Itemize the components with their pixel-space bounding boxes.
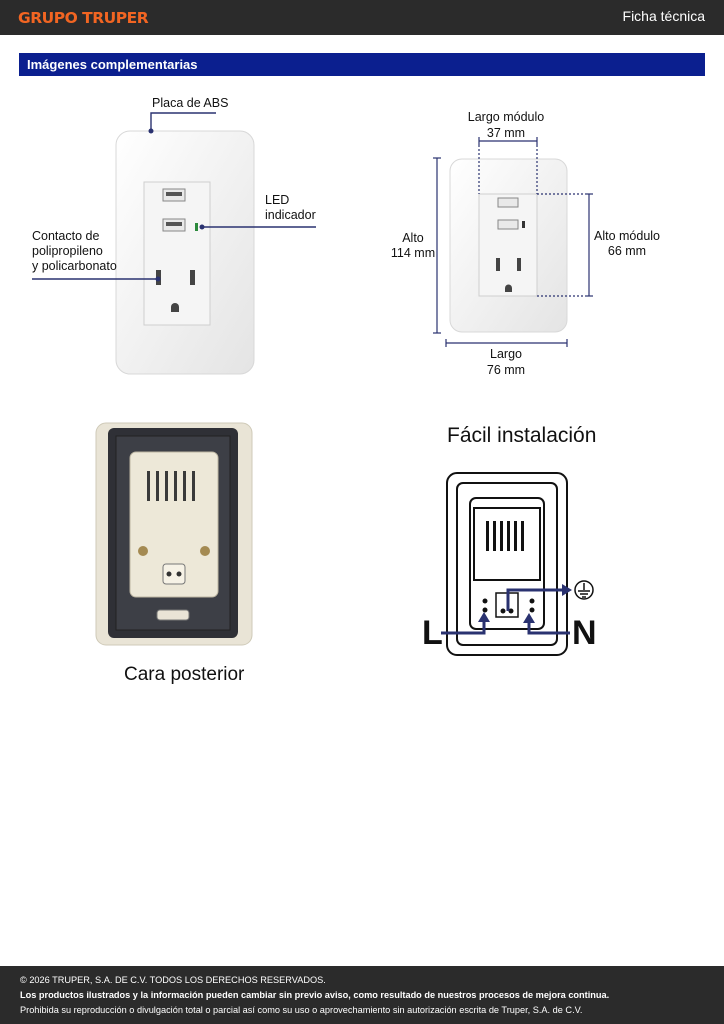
dim-height-value: 114 mm	[390, 246, 436, 260]
dim-module-width-label: Largo módulo	[467, 110, 545, 124]
section-header: Imágenes complementarias	[19, 53, 705, 76]
dim-width-label: Largo	[490, 347, 522, 361]
brand-logo: GRUPO TRUPER	[18, 9, 149, 27]
callout-plate: Placa de ABS	[152, 96, 229, 110]
footer: © 2026 TRUPER, S.A. DE C.V. TODOS LOS DE…	[0, 966, 724, 1024]
caption-back-side: Cara posterior	[124, 664, 245, 685]
label-neutral-n: N	[572, 614, 597, 652]
top-bar: GRUPO TRUPER Ficha técnica	[0, 0, 724, 35]
dim-module-width-value: 37 mm	[486, 126, 526, 140]
label-line-l: L	[422, 614, 443, 652]
callout-contact-line1: Contacto de	[32, 229, 100, 243]
footer-notice: Los productos ilustrados y la informació…	[20, 990, 610, 1000]
dim-module-height-value: 66 mm	[607, 244, 647, 258]
caption-easy-install: Fácil instalación	[447, 424, 597, 447]
dim-module-height-label: Alto módulo	[593, 229, 660, 243]
footer-copyright: © 2026 TRUPER, S.A. DE C.V. TODOS LOS DE…	[20, 975, 326, 985]
callout-contact-line2: polipropileno	[32, 244, 103, 258]
footer-prohibition: Prohibida su reproducción o divulgación …	[20, 1005, 583, 1015]
section-title: Imágenes complementarias	[27, 57, 198, 72]
callout-contact-line3: y policarbonato	[32, 259, 117, 273]
dim-width-value: 76 mm	[486, 363, 526, 377]
callout-led-line2: indicador	[265, 208, 316, 222]
document-type: Ficha técnica	[622, 8, 705, 24]
callout-led-line1: LED	[265, 193, 290, 207]
dim-height-label: Alto	[402, 231, 424, 245]
